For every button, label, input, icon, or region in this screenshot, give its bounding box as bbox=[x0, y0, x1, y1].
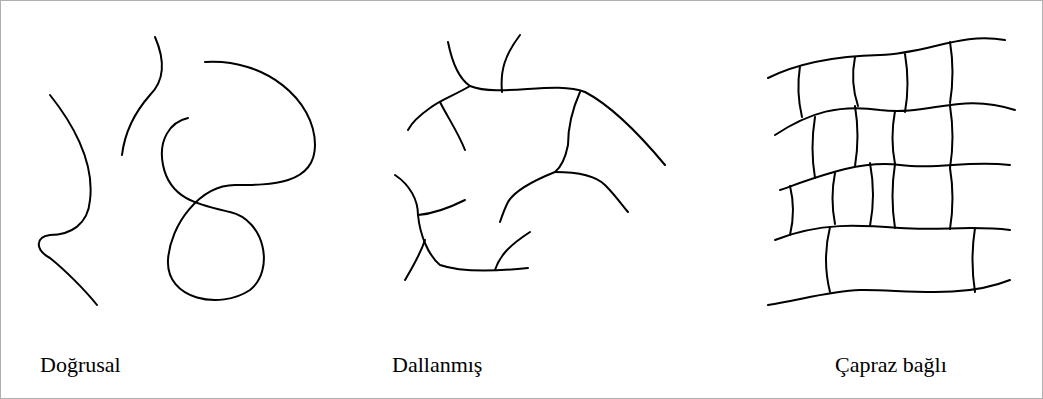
crosslink bbox=[853, 57, 858, 106]
chain bbox=[395, 175, 528, 271]
crosslink bbox=[950, 106, 953, 168]
crosslink bbox=[893, 164, 896, 228]
chain bbox=[775, 103, 1015, 135]
crosslink bbox=[870, 163, 873, 226]
structure-label: Çapraz bağlı bbox=[835, 352, 947, 378]
crosslink bbox=[893, 111, 896, 164]
branch bbox=[408, 86, 470, 130]
crosslink bbox=[798, 66, 802, 117]
chain bbox=[162, 62, 315, 300]
chain bbox=[448, 42, 665, 165]
crosslink bbox=[855, 106, 858, 166]
crosslink bbox=[973, 228, 976, 292]
crosslink bbox=[905, 54, 908, 112]
branch bbox=[502, 35, 520, 92]
branch bbox=[405, 240, 425, 280]
chain bbox=[768, 38, 1005, 78]
crosslink bbox=[826, 227, 830, 292]
branched-chains bbox=[395, 35, 665, 280]
crosslink bbox=[833, 173, 836, 224]
branch bbox=[555, 92, 580, 172]
crosslinked-network bbox=[768, 38, 1015, 305]
branch bbox=[495, 232, 530, 270]
branch bbox=[440, 102, 465, 150]
crosslink bbox=[790, 186, 793, 235]
crosslink bbox=[950, 42, 953, 103]
structure-label: Doğrusal bbox=[40, 352, 121, 378]
branch bbox=[555, 172, 628, 212]
linear-chains bbox=[39, 37, 315, 305]
chain bbox=[122, 37, 162, 155]
branch bbox=[500, 172, 555, 222]
crosslink bbox=[950, 168, 953, 229]
chain bbox=[39, 95, 97, 305]
crosslink bbox=[813, 117, 816, 178]
branch bbox=[418, 200, 465, 215]
structure-label: Dallanmış bbox=[392, 352, 482, 378]
